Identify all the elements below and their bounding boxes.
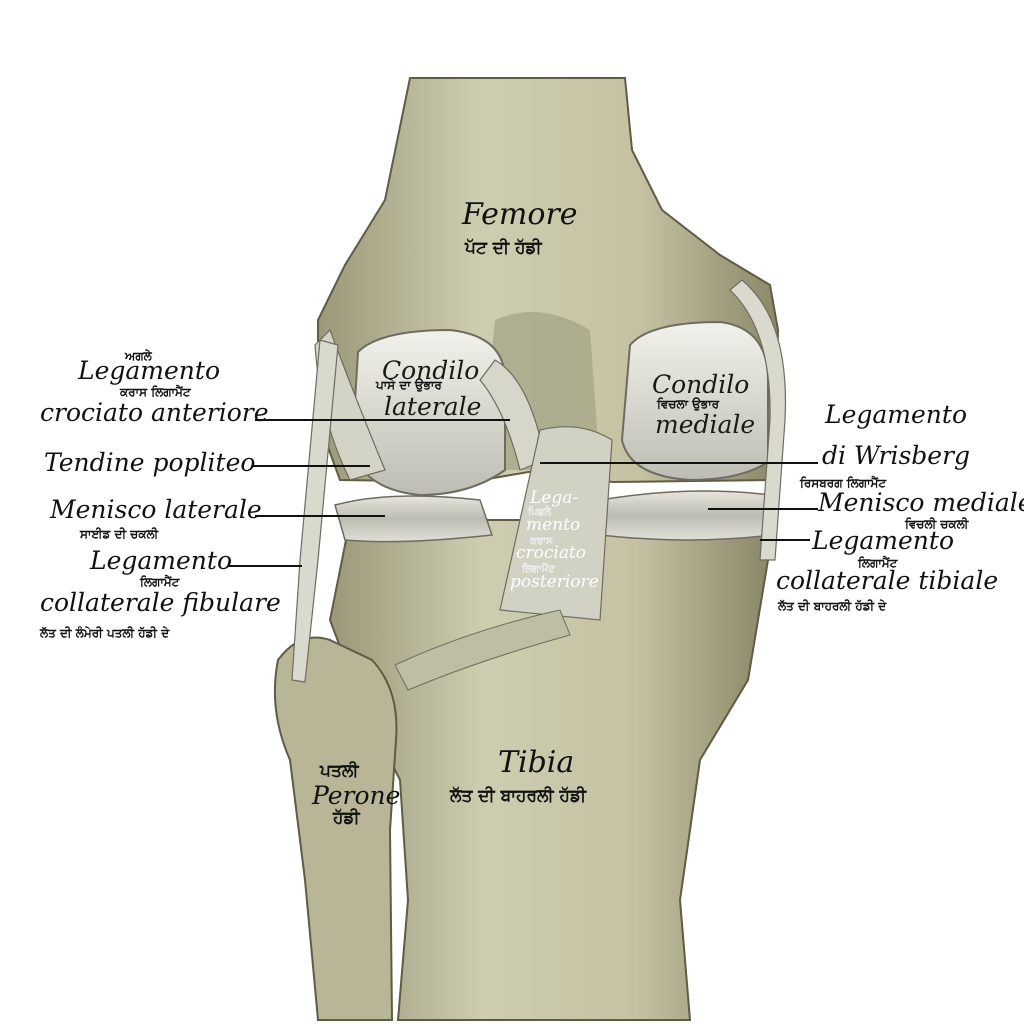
label-femore: Femore <box>462 197 578 232</box>
label-crociato-posteriore-pa2: ਕਰਾਸ <box>530 536 553 547</box>
label-collaterale-fibulare-1: Legamento <box>90 546 233 575</box>
tibia-oblique-band <box>394 609 571 691</box>
label-collaterale-tibiale-pa-mid: ਲਿਗਾਮੈਂਟ <box>858 556 898 570</box>
label-crociato-anteriore-pa-top: ਅਗਲੇ <box>125 349 152 363</box>
label-tibia-pa: ਲੱਤ ਦੀ ਬਾਹਰਲੀ ਹੱਡੀ <box>450 786 587 806</box>
label-condilo-laterale-pa: ਪਾਸੇ ਦਾ ਉਭਾਰ <box>376 378 442 392</box>
label-collaterale-fibulare-pa: ਲੱਤ ਦੀ ਲੰਮੇਰੀ ਪਤਲੀ ਹੱਡੀ ਦੇ <box>40 626 170 640</box>
label-menisco-laterale-pa: ਸਾਈਡ ਦੀ ਚਕਲੀ <box>80 527 159 541</box>
label-crociato-anteriore-pa-mid: ਕਰਾਸ ਲਿਗਾਮੈਂਟ <box>120 385 191 399</box>
label-collaterale-fibulare-2: collaterale fibulare <box>40 588 281 617</box>
label-wrisberg-2: di Wrisberg <box>822 441 971 470</box>
lateral-condyle <box>350 328 506 497</box>
meniscus-lateral <box>334 495 494 543</box>
label-perone-pa-bottom: ਹੱਡੀ <box>333 808 360 828</box>
label-femore-pa: ਪੱਟ ਦੀ ਹੱਡੀ <box>465 238 542 258</box>
tibial-collateral-ligament <box>729 279 787 561</box>
label-crociato-posteriore-1: Lega- <box>530 488 579 508</box>
label-condilo-laterale-1: Condilo <box>382 356 480 385</box>
label-collaterale-tibiale-pa: ਲੱਤ ਦੀ ਬਾਹਰਲੀ ਹੱਡੀ ਦੇ <box>778 599 887 613</box>
label-tibia: Tibia <box>498 745 575 780</box>
label-tendine-popliteo: Tendine popliteo <box>44 448 256 477</box>
label-crociato-posteriore-pa1: ਪਿਛਲੇ <box>528 507 551 518</box>
meniscus-medial <box>599 490 773 541</box>
label-crociato-posteriore-2: mento <box>526 515 581 535</box>
label-condilo-laterale-2: laterale <box>384 392 482 421</box>
posterior-cruciate-ligament <box>499 426 613 621</box>
label-condilo-mediale-1: Condilo <box>652 370 750 399</box>
label-crociato-posteriore-pa3: ਲਿਗਾਮੈਂਟ <box>522 564 555 575</box>
label-condilo-mediale-2: mediale <box>655 410 756 439</box>
label-wrisberg-1: Legamento <box>825 400 968 429</box>
fibula-bone <box>273 636 398 1021</box>
label-menisco-laterale: Menisco laterale <box>50 495 262 524</box>
label-crociato-anteriore-1: Legamento <box>78 356 221 385</box>
label-crociato-posteriore-3: crociato <box>516 543 587 563</box>
label-wrisberg-pa: ਰਿਸਬਰਗ ਲਿਗਾਮੈਂਟ <box>800 476 887 490</box>
label-collaterale-tibiale-1: Legamento <box>812 526 955 555</box>
label-condilo-mediale-pa: ਵਿਚਲਾ ਉਭਾਰ <box>657 397 720 411</box>
label-collaterale-tibiale-2: collaterale tibiale <box>776 566 999 595</box>
label-crociato-posteriore-4: posteriore <box>510 572 599 592</box>
anterior-cruciate-ligament <box>479 359 546 471</box>
fibular-collateral-ligament <box>291 339 339 683</box>
label-menisco-mediale: Menisco mediale <box>818 488 1024 517</box>
label-crociato-anteriore-2: crociato anteriore <box>40 398 269 427</box>
label-menisco-mediale-pa: ਵਿਚਲੀ ਚਕਲੀ <box>905 517 969 531</box>
label-collaterale-fibulare-pa-mid: ਲਿਗਾਮੈਂਟ <box>140 575 180 589</box>
label-perone: Perone <box>312 781 401 810</box>
label-perone-pa-top: ਪਤਲੀ <box>320 761 359 781</box>
